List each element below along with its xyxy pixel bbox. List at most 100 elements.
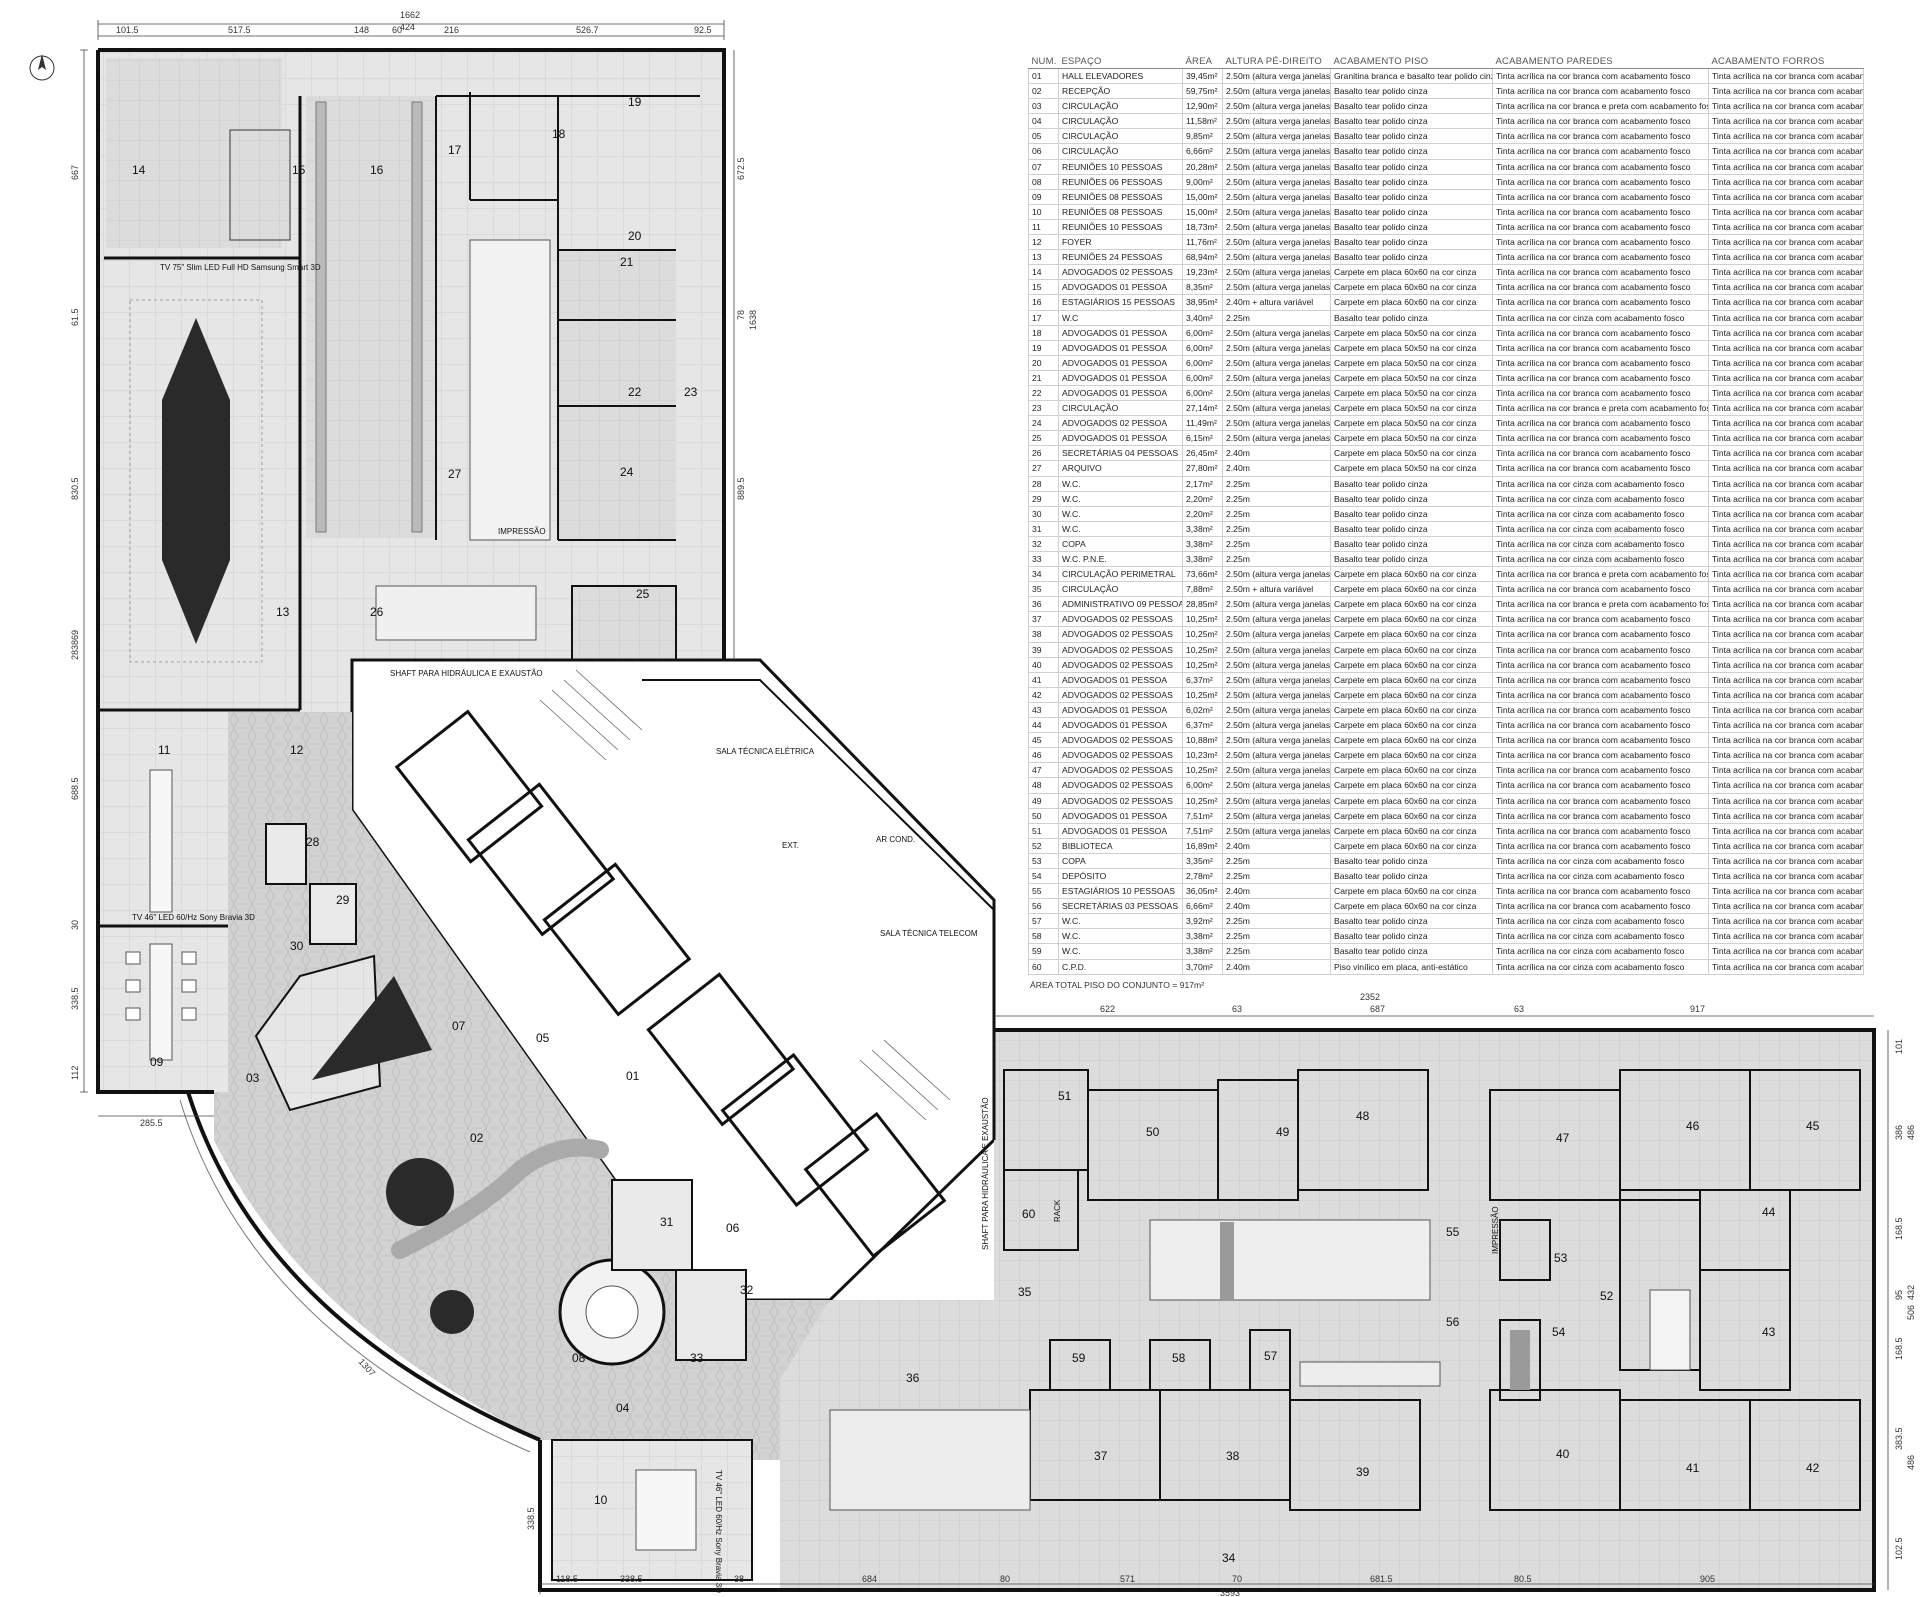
table-cell: Tinta acrílica na cor branca com acabame… <box>1708 521 1864 537</box>
table-cell: Carpete em placa 60x60 na cor cinza <box>1330 808 1493 824</box>
table-cell: Tinta acrílica na cor branca com acabame… <box>1708 159 1864 175</box>
table-cell: ADVOGADOS 01 PESSOA <box>1058 823 1183 839</box>
table-cell: 2.40m <box>1222 460 1331 477</box>
table-cell: Tinta acrílica na cor branca com acabame… <box>1708 370 1864 386</box>
table-cell: 2.25m <box>1222 506 1331 522</box>
room-number: 12 <box>290 743 304 757</box>
table-cell: Tinta acrílica na cor branca com acabame… <box>1708 279 1864 296</box>
table-cell: ADVOGADOS 02 PESSOA <box>1058 415 1183 432</box>
room-number: 37 <box>1094 1449 1108 1463</box>
table-cell: 9,00m² <box>1182 174 1223 190</box>
table-cell: Tinta acrílica na cor branca com acabame… <box>1708 551 1864 568</box>
room-number: 04 <box>616 1401 630 1415</box>
svg-text:672.5: 672.5 <box>736 157 746 180</box>
table-cell: 2,78m² <box>1182 868 1223 885</box>
label-sala-tecnica-telecom: SALA TÉCNICA TELECOM <box>880 929 978 938</box>
table-cell: Carpete em placa 50x50 na cor cinza <box>1330 325 1493 341</box>
total-area: ÁREA TOTAL PISO DO CONJUNTO = 917m² <box>1030 980 1205 990</box>
table-cell: Basalto tear polido cinza <box>1330 491 1493 507</box>
table-cell: 50 <box>1028 808 1059 824</box>
table-cell: 2.50m (altura verga janelas) <box>1222 626 1331 643</box>
table-cell: ADVOGADOS 01 PESSOA <box>1058 385 1183 402</box>
table-cell: Tinta acrílica na cor branca com acabame… <box>1708 777 1864 794</box>
table-cell: Tinta acrílica na cor branca com acabame… <box>1492 189 1709 205</box>
table-cell: 11,49m² <box>1182 415 1223 432</box>
table-cell: 13 <box>1028 249 1059 266</box>
svg-text:63: 63 <box>1232 1004 1242 1014</box>
table-cell: 2.50m (altura verga janelas) <box>1222 400 1331 417</box>
table-cell: Tinta acrílica na cor branca com acabame… <box>1708 491 1864 507</box>
label-tv-10: TV 46" LED 60/Hz Sony Bravia 3D <box>714 1470 723 1593</box>
table-cell: Basalto tear polido cinza <box>1330 551 1493 568</box>
table-cell: 11,58m² <box>1182 113 1223 130</box>
table-cell: Carpete em placa 60x60 na cor cinza <box>1330 596 1493 613</box>
table-cell: Carpete em placa 60x60 na cor cinza <box>1330 264 1493 281</box>
room-number: 33 <box>690 1351 704 1365</box>
table-cell: 2.50m (altura verga janelas) <box>1222 174 1331 190</box>
table-cell: Basalto tear polido cinza <box>1330 521 1493 537</box>
table-cell: 73,66m² <box>1182 566 1223 583</box>
right-wing <box>780 1028 1876 1592</box>
table-cell: Tinta acrílica na cor branca com acabame… <box>1492 219 1709 236</box>
table-cell: 2.50m (altura verga janelas) <box>1222 98 1331 115</box>
table-cell: ADVOGADOS 01 PESSOA <box>1058 717 1183 734</box>
table-cell: Tinta acrílica na cor branca com acabame… <box>1492 355 1709 371</box>
table-cell: 57 <box>1028 913 1059 930</box>
table-cell: ADVOGADOS 02 PESSOAS <box>1058 611 1183 628</box>
table-cell: ADVOGADOS 01 PESSOA <box>1058 808 1183 824</box>
table-cell: REUNIÕES 06 PESSOAS <box>1058 174 1183 190</box>
room-number: 50 <box>1146 1125 1160 1139</box>
table-cell: 3,38m² <box>1182 521 1223 537</box>
svg-text:216: 216 <box>444 25 459 35</box>
table-cell: 2.50m (altura verga janelas) <box>1222 113 1331 130</box>
table-cell: 2.50m + altura variável <box>1222 581 1331 598</box>
table-cell: Tinta acrílica na cor branca com acabame… <box>1708 717 1864 734</box>
header-altura: ALTURA PÉ-DIREITO <box>1222 56 1331 69</box>
table-cell: Tinta acrílica na cor cinza com acabamen… <box>1492 536 1709 553</box>
room-number: 47 <box>1556 1131 1570 1145</box>
table-cell: 03 <box>1028 98 1059 115</box>
table-cell: 15,00m² <box>1182 204 1223 220</box>
svg-text:688.5: 688.5 <box>70 777 80 800</box>
label-shaft-right: SHAFT PARA HIDRÁULICA E EXAUSTÃO <box>981 1097 990 1250</box>
room-number: 27 <box>448 467 462 481</box>
table-cell: 12 <box>1028 234 1059 251</box>
table-cell: CIRCULAÇÃO <box>1058 98 1183 115</box>
svg-text:30: 30 <box>70 920 80 930</box>
table-cell: 31 <box>1028 521 1059 537</box>
table-cell: Basalto tear polido cinza <box>1330 128 1493 145</box>
table-cell: Tinta acrílica na cor branca com acabame… <box>1708 415 1864 432</box>
svg-text:2352: 2352 <box>1360 992 1380 1002</box>
table-cell: 2.50m (altura verga janelas) <box>1222 596 1331 613</box>
table-cell: Tinta acrílica na cor branca com acabame… <box>1708 128 1864 145</box>
room-number: 44 <box>1762 1205 1776 1219</box>
svg-text:338.5: 338.5 <box>526 1507 536 1530</box>
table-cell: Tinta acrílica na cor branca com acabame… <box>1708 310 1864 326</box>
table-cell: Carpete em placa 60x60 na cor cinza <box>1330 657 1493 673</box>
table-cell: Tinta acrílica na cor branca com acabame… <box>1708 657 1864 673</box>
room-number: 15 <box>292 163 306 177</box>
table-cell: 23 <box>1028 400 1059 417</box>
table-cell: Tinta acrílica na cor branca com acabame… <box>1492 279 1709 296</box>
table-cell: Tinta acrílica na cor branca com acabame… <box>1708 294 1864 311</box>
table-cell: Basalto tear polido cinza <box>1330 913 1493 930</box>
table-cell: 40 <box>1028 657 1059 673</box>
table-cell: ADMINISTRATIVO 09 PESSOAS <box>1058 596 1183 613</box>
room-number: 17 <box>448 143 462 157</box>
table-cell: Tinta acrílica na cor branca com acabame… <box>1492 747 1709 764</box>
table-cell: 15,00m² <box>1182 189 1223 205</box>
room-number: 34 <box>1222 1551 1236 1565</box>
table-cell: 33 <box>1028 551 1059 568</box>
table-cell: Carpete em placa 60x60 na cor cinza <box>1330 793 1493 809</box>
table-cell: 2.50m (altura verga janelas) <box>1222 611 1331 628</box>
